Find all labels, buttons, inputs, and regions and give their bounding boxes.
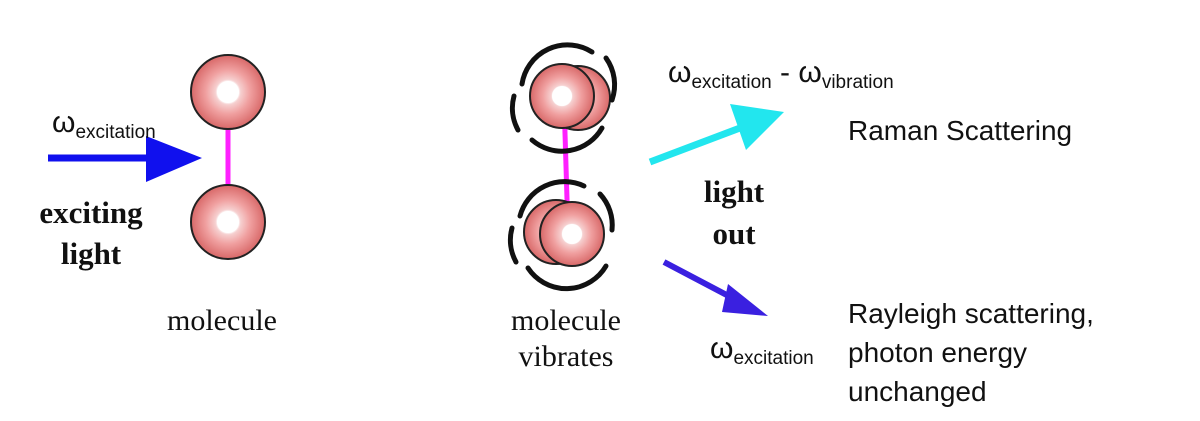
molecule-label: molecule: [167, 304, 277, 337]
rayleigh-label-line3: unchanged: [848, 376, 987, 407]
top-atom: [190, 54, 266, 130]
molecule-at-rest: [190, 54, 266, 260]
light-out-label-line1: light: [704, 174, 765, 209]
rayleigh-label-line1: Rayleigh scattering,: [848, 298, 1094, 329]
vibrating-bottom-atom: [523, 199, 605, 267]
input-omega-label: ωexcitation: [52, 106, 156, 143]
raman-arrow: [648, 104, 784, 166]
raman-omega-label: ωexcitation - ωvibration: [668, 56, 894, 93]
rayleigh-omega-label: ωexcitation: [710, 332, 814, 369]
vibrates-label-line1: molecule: [511, 304, 621, 337]
vibration-marks-top: [509, 42, 618, 154]
exciting-light-label-line2: light: [61, 236, 122, 271]
rayleigh-arrow: [662, 259, 768, 316]
exciting-light-label-line1: exciting: [39, 195, 143, 230]
vibrates-label-line2: vibrates: [519, 340, 614, 373]
bottom-atom: [190, 184, 266, 260]
raman-scattering-label: Raman Scattering: [848, 115, 1072, 146]
vibrating-top-atom: [529, 63, 611, 131]
vibrating-molecule: [507, 42, 618, 292]
light-out-label-line2: out: [712, 216, 756, 251]
vibration-marks-bottom: [507, 179, 615, 292]
rayleigh-label-line2: photon energy: [848, 337, 1027, 368]
exciting-light-arrow: [48, 136, 202, 182]
